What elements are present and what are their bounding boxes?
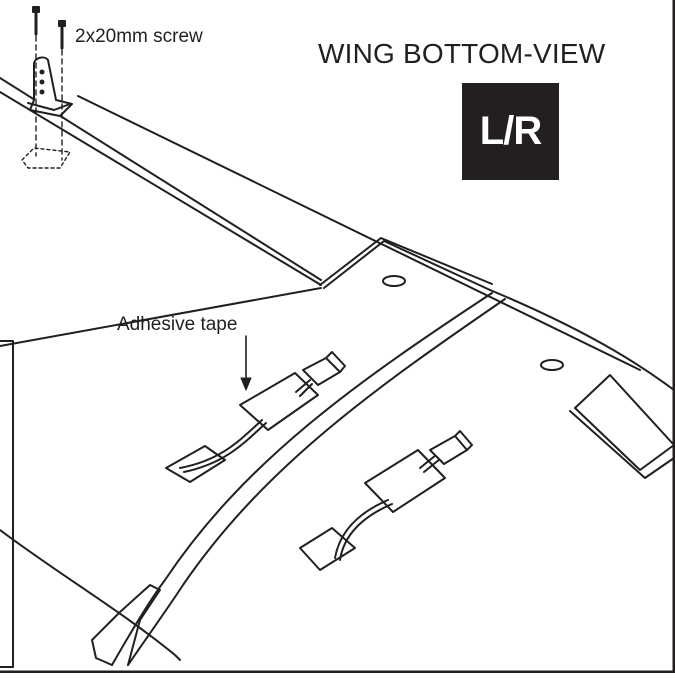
screw-guide-lines bbox=[35, 35, 63, 161]
view-title: WING BOTTOM-VIEW bbox=[318, 38, 606, 69]
servo-wire-left bbox=[165, 351, 346, 483]
adhesive-tape-label: Adhesive tape bbox=[117, 314, 238, 335]
screw-size-label: 2x20mm screw bbox=[75, 26, 203, 47]
wing-hole bbox=[540, 359, 564, 371]
horn-mount-outline bbox=[21, 147, 71, 169]
wing-hole bbox=[382, 275, 406, 287]
screw bbox=[58, 20, 66, 50]
side-badge: L/R bbox=[462, 83, 559, 180]
tape-arrow-head bbox=[240, 377, 252, 391]
inset-panel-edge bbox=[0, 340, 14, 668]
servo-hatch bbox=[569, 374, 675, 479]
wing-panel-outline bbox=[0, 287, 675, 661]
screw bbox=[32, 6, 40, 36]
center-spar bbox=[91, 292, 506, 666]
servo-wire-right bbox=[299, 430, 473, 571]
control-horn bbox=[27, 56, 73, 117]
